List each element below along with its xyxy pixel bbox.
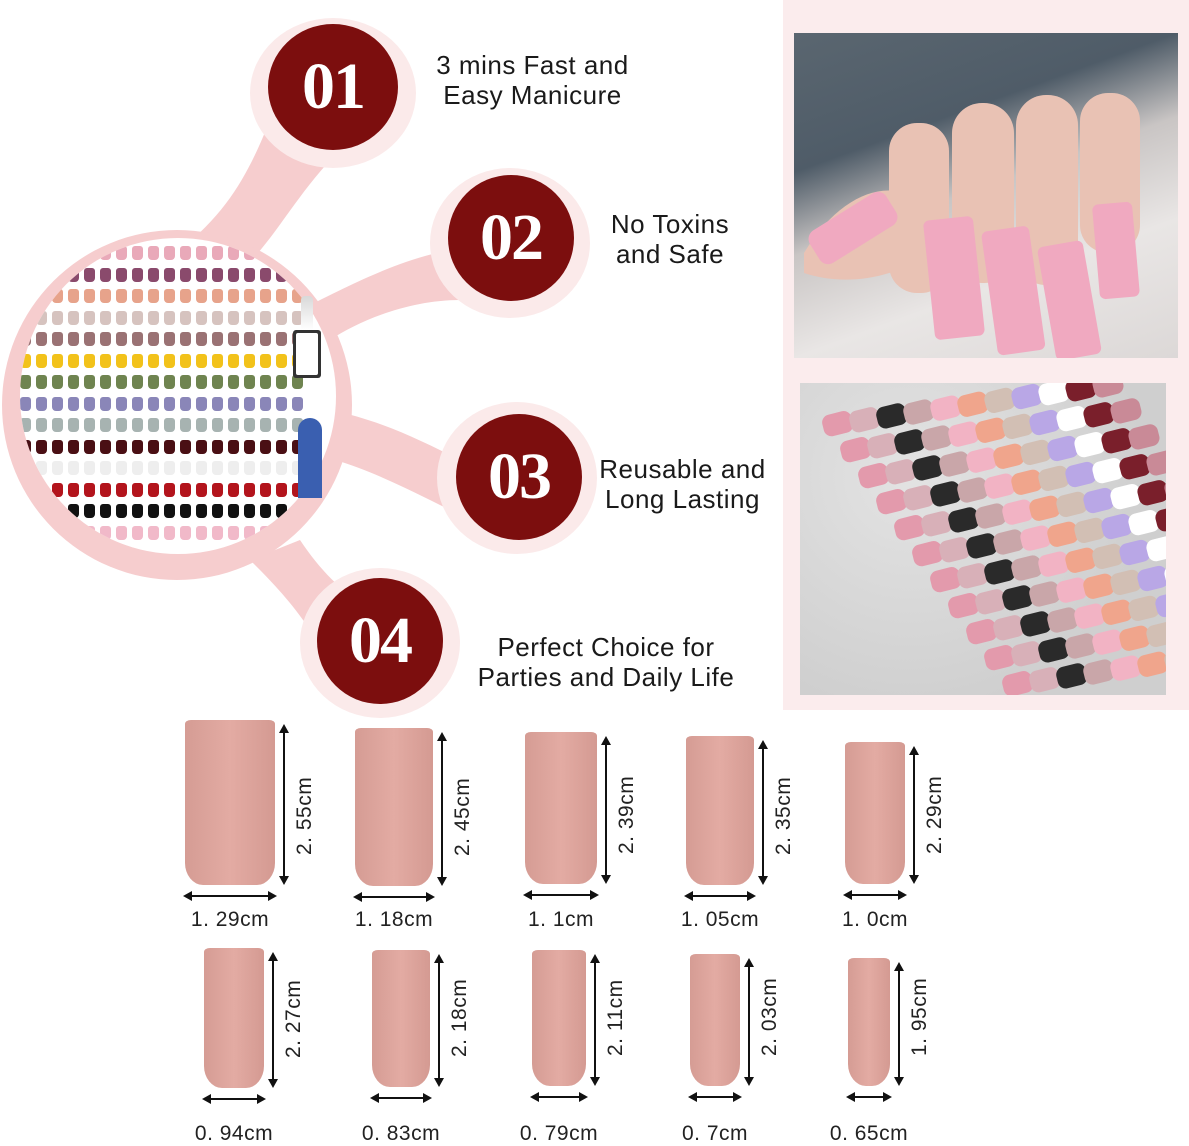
width-arrow-icon [523, 890, 599, 900]
length-label: 2. 27cm [282, 979, 305, 1058]
swatch-row [20, 461, 303, 475]
width-label: 1. 29cm [190, 908, 270, 931]
swatch-row [20, 310, 303, 325]
feature-text-04: Perfect Choice for Parties and Daily Lif… [477, 632, 735, 692]
width-label: 0. 79cm [519, 1122, 599, 1145]
nail-tip [185, 720, 275, 885]
length-label: 1. 95cm [908, 977, 931, 1056]
swatch-row [20, 525, 303, 540]
length-label: 2. 55cm [293, 776, 316, 855]
nail-tip [372, 950, 430, 1087]
length-label: 2. 18cm [448, 978, 471, 1057]
feature-badge-04: 04 [317, 578, 443, 704]
length-arrow-icon [437, 732, 447, 886]
length-label: 2. 39cm [615, 775, 638, 854]
length-arrow-icon [894, 962, 904, 1086]
width-arrow-icon [202, 1094, 266, 1104]
length-arrow-icon [590, 954, 600, 1086]
nail-tip [525, 732, 597, 884]
length-arrow-icon [758, 740, 768, 885]
width-arrow-icon [183, 891, 277, 901]
swatch-row [20, 246, 303, 260]
width-label: 0. 94cm [194, 1122, 274, 1145]
nail-tip [532, 950, 586, 1086]
feature-text-03: Reusable and Long Lasting [599, 454, 766, 514]
length-label: 2. 03cm [758, 977, 781, 1056]
nail-tip [848, 958, 890, 1086]
nail-tip [690, 954, 740, 1086]
nail-tip [355, 728, 433, 886]
swatch-row [20, 439, 303, 454]
length-label: 2. 35cm [772, 776, 795, 855]
width-label: 0. 65cm [829, 1122, 909, 1145]
swatch-row [20, 353, 303, 368]
width-arrow-icon [530, 1092, 588, 1102]
width-label: 1. 1cm [527, 908, 595, 931]
feature-text-01: 3 mins Fast and Easy Manicure [436, 50, 629, 110]
nail-tip [845, 742, 905, 884]
length-arrow-icon [434, 954, 444, 1087]
width-label: 1. 05cm [680, 908, 760, 931]
feature-badge-01: 01 [268, 24, 398, 150]
swatch-row [20, 482, 303, 497]
length-arrow-icon [268, 952, 278, 1088]
swatch-row [20, 289, 303, 303]
width-label: 1. 18cm [354, 908, 434, 931]
length-arrow-icon [601, 736, 611, 884]
width-arrow-icon [370, 1093, 432, 1103]
width-arrow-icon [353, 892, 435, 902]
width-arrow-icon [688, 1092, 742, 1102]
nail-tip [204, 948, 264, 1088]
swatch-row [20, 418, 303, 432]
width-arrow-icon [684, 891, 756, 901]
width-label: 1. 0cm [841, 908, 909, 931]
nail-tip [686, 736, 754, 885]
nail-glue-bottle-icon [293, 296, 321, 382]
length-label: 2. 29cm [923, 775, 946, 854]
hand-with-pink-nails-photo [794, 33, 1178, 358]
length-arrow-icon [279, 724, 289, 885]
nail-file-icon [298, 418, 322, 498]
width-arrow-icon [843, 890, 907, 900]
length-label: 2. 11cm [604, 979, 627, 1056]
nail-tips-display-photo [800, 383, 1166, 695]
length-arrow-icon [744, 958, 754, 1086]
feature-badge-02: 02 [448, 175, 574, 301]
swatch-row [20, 267, 303, 282]
feature-text-02: No Toxins and Safe [610, 209, 730, 269]
swatch-row [20, 332, 303, 346]
swatch-row [20, 396, 303, 411]
nail-color-palette [20, 238, 336, 554]
swatch-row [20, 375, 303, 389]
feature-badge-03: 03 [456, 414, 582, 540]
width-arrow-icon [846, 1092, 892, 1102]
width-label: 0. 7cm [681, 1122, 749, 1145]
length-arrow-icon [909, 746, 919, 884]
swatch-row [20, 504, 303, 518]
width-label: 0. 83cm [361, 1122, 441, 1145]
length-label: 2. 45cm [451, 777, 474, 856]
